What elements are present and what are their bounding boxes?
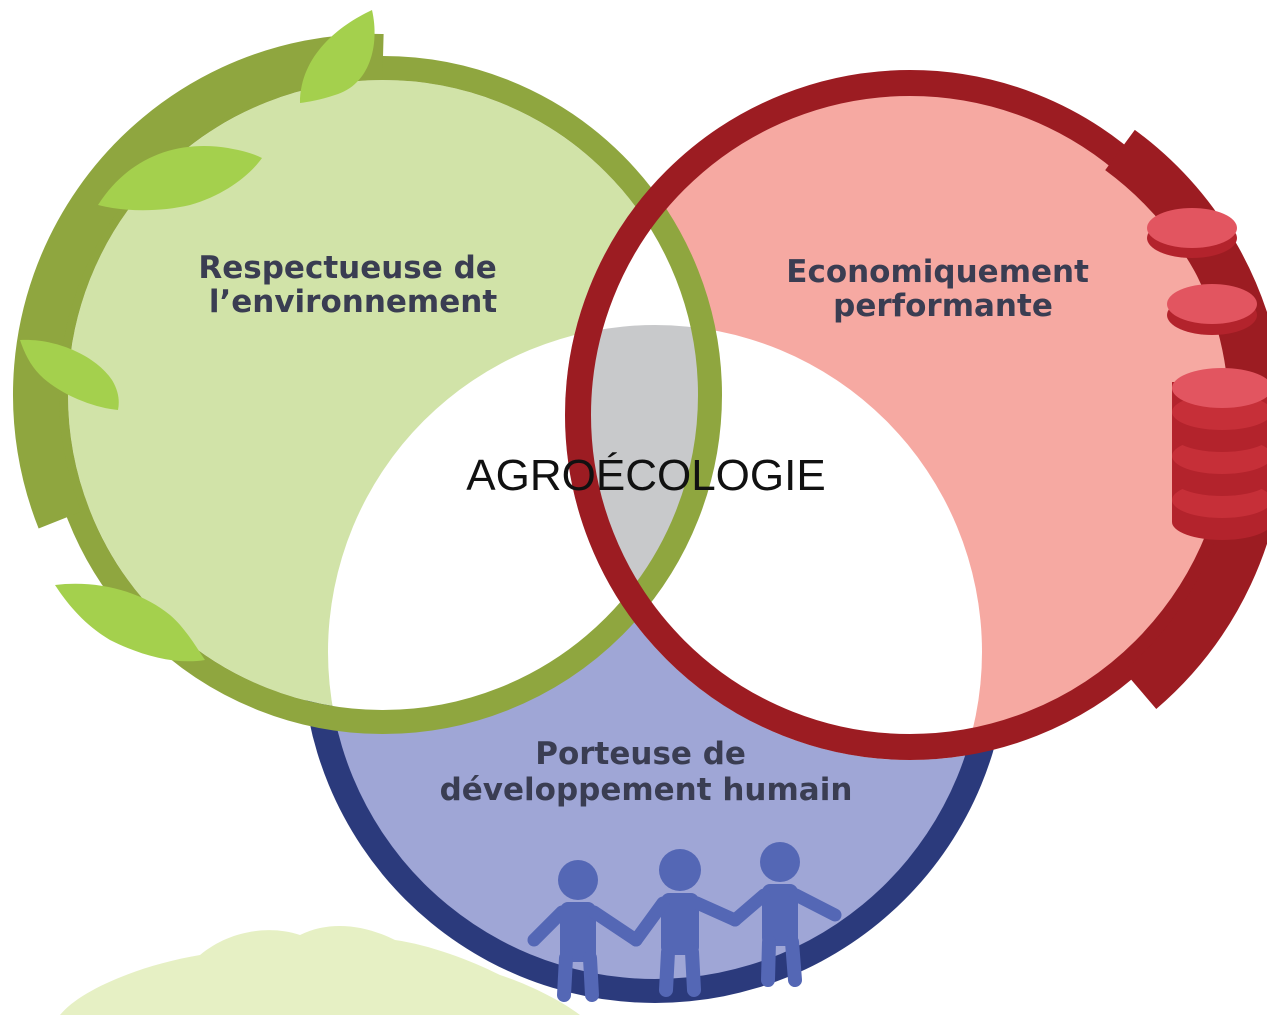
person-icon (728, 842, 842, 987)
environment-ring-outer (13, 33, 384, 529)
coin-icon (1167, 284, 1257, 335)
leaf-icon (98, 145, 262, 211)
human-label: Porteuse de développement humain (440, 736, 853, 808)
leaf-icon (55, 583, 205, 662)
leaf-icon (20, 339, 119, 410)
environment-label: Respectueuse de l’environnement (198, 250, 507, 320)
economy-label: Economiquement performante (786, 254, 1099, 324)
people-icons (527, 842, 842, 1002)
coin-stack-icons (1147, 208, 1267, 540)
coin-stack-icon (1172, 368, 1267, 540)
person-icon (527, 860, 643, 1002)
person-icon (629, 849, 742, 997)
ground-shape (60, 925, 580, 1015)
center-label: AGROÉCOLOGIE (466, 451, 825, 500)
leaf-icons (20, 10, 375, 662)
leaf-icon (300, 10, 375, 103)
coin-icon (1147, 208, 1237, 258)
